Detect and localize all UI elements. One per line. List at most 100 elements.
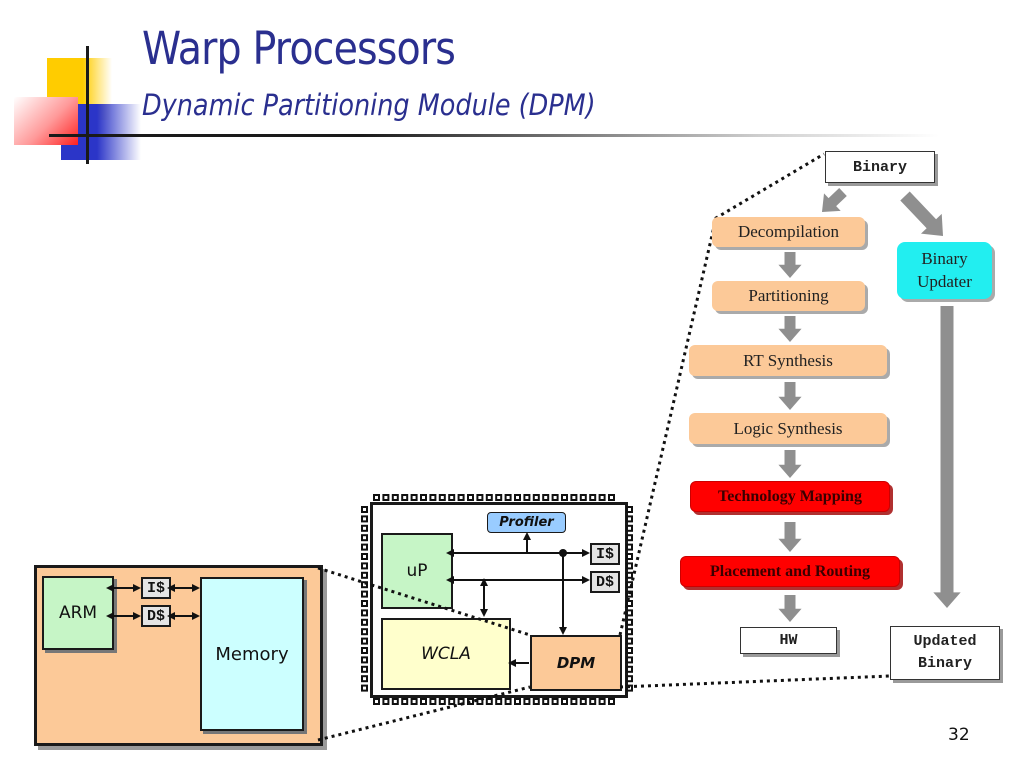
chip-pin xyxy=(361,571,368,579)
chip-pin xyxy=(382,698,390,705)
binary-updater-line2: Updater xyxy=(917,271,972,291)
chip-icache: I$ xyxy=(590,543,620,565)
chip-pin xyxy=(626,543,633,551)
flow-arrow xyxy=(778,450,802,478)
stage-partitioning: Partitioning xyxy=(712,281,865,311)
chip-pin xyxy=(626,562,633,570)
slide-subtitle: Dynamic Partitioning Module (DPM) xyxy=(142,88,596,122)
chip-pin xyxy=(361,600,368,607)
chip-pin xyxy=(361,628,368,636)
chip-pin xyxy=(532,698,540,705)
chip-pin xyxy=(361,665,368,673)
chip-pin xyxy=(626,600,633,607)
chip-pin xyxy=(542,494,550,501)
flow-arrow xyxy=(778,595,802,622)
chip-pin xyxy=(504,698,512,705)
memory-block: Memory xyxy=(200,577,304,731)
slide-title: Warp Processors xyxy=(142,22,456,75)
chip-pin xyxy=(626,553,633,560)
chip-dcache: D$ xyxy=(590,571,620,593)
chip-pin xyxy=(523,494,531,501)
chip-pin xyxy=(373,494,380,501)
chip-pin xyxy=(391,494,399,501)
chip-pin xyxy=(626,637,633,645)
stage-logic-synthesis: Logic Synthesis xyxy=(689,413,887,444)
chip-pin xyxy=(438,698,446,705)
chip-pin xyxy=(626,675,633,683)
chip-pin xyxy=(570,494,578,501)
chip-pins xyxy=(361,494,633,705)
chip-pin xyxy=(361,553,368,560)
chip-pin xyxy=(361,656,368,664)
stage-placement-routing: Placement and Routing xyxy=(680,556,900,587)
chip-pin xyxy=(626,656,633,664)
flow-arrow xyxy=(778,252,802,278)
chip-microprocessor: uP xyxy=(381,533,453,609)
chip-pin xyxy=(626,618,633,626)
chip-pin xyxy=(579,698,587,705)
zoom-line-top-left xyxy=(317,566,531,637)
updated-binary-doc: Updated Binary xyxy=(890,626,1000,680)
chip-pin xyxy=(626,524,633,532)
chip-pin xyxy=(551,494,559,501)
chip-pin xyxy=(429,698,437,705)
flow-arrow xyxy=(822,188,847,212)
chip-pin xyxy=(514,698,521,705)
chip-buses xyxy=(446,532,590,667)
chip-pin xyxy=(504,494,512,501)
stage-rt-synthesis: RT Synthesis xyxy=(689,345,887,376)
chip-pin xyxy=(401,698,409,705)
chip-pin xyxy=(410,494,418,501)
chip-pin xyxy=(361,618,368,626)
chip-pin xyxy=(626,647,633,654)
chip-pin xyxy=(438,494,446,501)
chip-pin xyxy=(361,506,368,513)
chip-pin xyxy=(561,494,568,501)
flow-arrow xyxy=(778,382,802,410)
chip-pin xyxy=(561,698,568,705)
zoom-line-bottom-right xyxy=(619,674,891,689)
chip-pin xyxy=(448,494,456,501)
chip-pin xyxy=(523,698,531,705)
chip-pin xyxy=(485,698,493,705)
flow-arrows xyxy=(778,188,961,622)
chip-pin xyxy=(579,494,587,501)
chip-pin xyxy=(626,534,633,542)
chip-pin xyxy=(608,698,615,705)
chip-pin xyxy=(532,494,540,501)
system-buses xyxy=(106,584,200,620)
chip-dpm: DPM xyxy=(530,635,622,691)
chip-pin xyxy=(626,628,633,636)
chip-pin xyxy=(467,494,474,501)
chip-pin xyxy=(626,571,633,579)
chip-pin xyxy=(495,494,503,501)
chip-pin xyxy=(420,494,427,501)
stage-technology-mapping: Technology Mapping xyxy=(690,481,890,512)
binary-updater-line1: Binary xyxy=(921,248,968,268)
updated-binary-line2: Binary xyxy=(917,655,972,672)
chip-pin xyxy=(626,515,633,523)
chip-pin xyxy=(361,609,368,617)
chip-pin xyxy=(457,494,465,501)
hw-output-doc: HW xyxy=(740,627,837,654)
chip-pin xyxy=(401,494,409,501)
chip-pin xyxy=(361,684,368,692)
flow-arrow xyxy=(778,316,802,342)
chip-pin xyxy=(495,698,503,705)
chip-pin xyxy=(485,494,493,501)
chip-pin xyxy=(361,534,368,542)
zoom-line-bottom-left xyxy=(317,685,531,742)
title-underline xyxy=(49,134,939,137)
chip-pin xyxy=(626,506,633,513)
arm-processor: ARM xyxy=(42,576,114,650)
chip-pin xyxy=(626,609,633,617)
chip-pin xyxy=(476,494,484,501)
binary-updater: Binary Updater xyxy=(897,242,992,299)
chip-pin xyxy=(589,494,597,501)
chip-pin xyxy=(551,698,559,705)
chip-pin xyxy=(589,698,597,705)
system-icache: I$ xyxy=(141,577,171,599)
logo-vertical-line xyxy=(86,46,89,164)
chip-pin xyxy=(361,647,368,654)
